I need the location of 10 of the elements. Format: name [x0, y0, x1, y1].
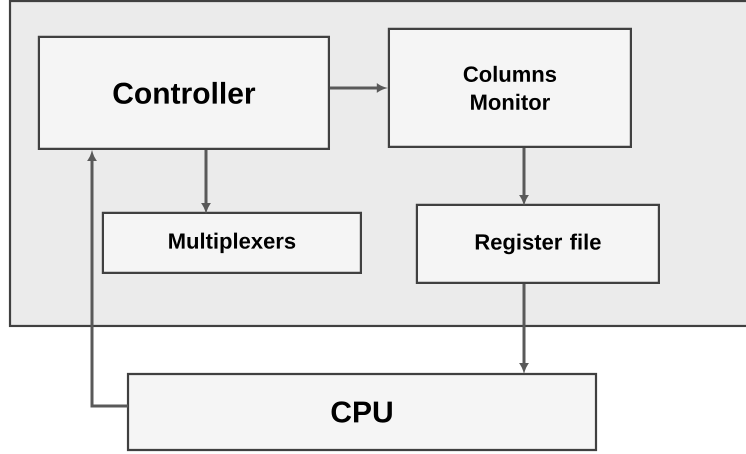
arrow — [330, 84, 386, 92]
process-box: Multiplexers — [102, 212, 362, 274]
process-box: Register file — [416, 204, 660, 284]
process-box: Columns Monitor — [388, 28, 632, 148]
arrow — [520, 148, 528, 204]
process-box: Controller — [38, 36, 330, 150]
arrow — [520, 284, 528, 372]
process-box: CPU — [126, 372, 598, 452]
arrow — [202, 150, 210, 212]
arrow — [88, 152, 128, 408]
